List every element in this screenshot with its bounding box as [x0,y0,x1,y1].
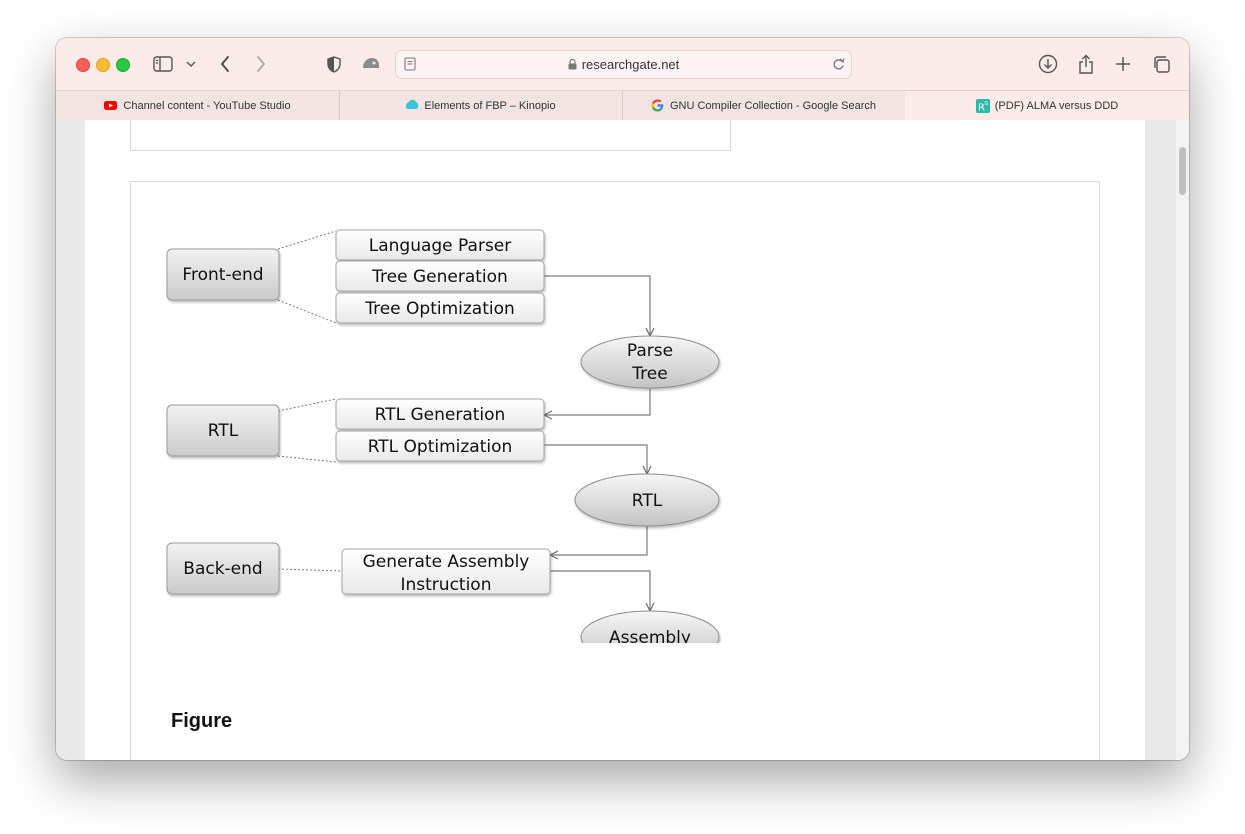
figure-card: Front-end RTL Back-end Language Parser [130,181,1100,760]
back-icon[interactable] [216,52,234,76]
shield-icon[interactable] [325,52,343,76]
output-parse-tree-line2: Tree [631,364,667,384]
step-generate-assembly-line2: Instruction [401,575,492,595]
tab-label: Channel content - YouTube Studio [123,99,291,112]
tab-kinopio[interactable]: Elements of FBP – Kinopio [339,91,623,120]
scrollbar[interactable] [1176,120,1189,760]
stage-rtl: RTL [166,404,280,457]
tab-label: (PDF) ALMA versus DDD [994,99,1119,112]
step-tree-optimization-label: Tree Optimization [364,299,515,319]
stage-front-end: Front-end [166,248,280,301]
previous-card [130,120,731,151]
tab-label: Elements of FBP – Kinopio [424,99,556,112]
reload-icon[interactable] [832,57,845,76]
url-text: researchgate.net [396,57,851,73]
browser-toolbar: researchgate.net [56,38,1189,90]
step-rtl-optimization-label: RTL Optimization [368,437,513,457]
stage-back-end: Back-end [166,542,280,595]
output-assembly: Assembly [580,610,720,643]
extension-icon[interactable] [360,52,382,76]
kinopio-icon [405,99,419,112]
sidebar-toggle-icon[interactable] [152,52,174,76]
output-parse-tree-line1: Parse [627,341,673,361]
step-language-parser-label: Language Parser [369,236,512,256]
stage-rtl-label: RTL [208,421,239,441]
share-icon[interactable] [1075,52,1097,76]
gcc-compiler-diagram: Front-end RTL Back-end Language Parser [166,229,720,643]
tab-youtube-studio[interactable]: Channel content - YouTube Studio [56,91,340,120]
google-icon [651,99,664,112]
chevron-down-icon[interactable] [184,52,198,76]
step-tree-optimization: Tree Optimization [335,292,545,324]
output-rtl-label: RTL [632,491,663,511]
zoom-window-button[interactable] [116,58,130,72]
step-rtl-generation: RTL Generation [335,398,545,430]
page-body: Front-end RTL Back-end Language Parser [85,120,1145,760]
output-assembly-label: Assembly [609,628,691,643]
reader-icon[interactable] [404,57,416,76]
stage-connectors [277,230,343,572]
tab-bar: Channel content - YouTube Studio Element… [56,90,1189,121]
url-label: researchgate.net [581,57,680,72]
scrollbar-thumb[interactable] [1179,147,1186,195]
tab-google-search[interactable]: GNU Compiler Collection - Google Search [622,91,906,120]
step-rtl-generation-label: RTL Generation [375,405,506,425]
step-generate-assembly: Generate Assembly Instruction [341,548,551,595]
tab-label: GNU Compiler Collection - Google Search [669,99,877,112]
address-bar[interactable]: researchgate.net [395,50,852,79]
stage-front-end-label: Front-end [182,265,263,285]
output-parse-tree: Parse Tree [580,335,720,389]
stage-back-end-label: Back-end [183,559,262,579]
svg-text:G: G [984,101,988,107]
step-tree-generation: Tree Generation [335,260,545,292]
youtube-icon [104,99,118,112]
flow-arrows [544,275,650,611]
step-rtl-optimization: RTL Optimization [335,430,545,462]
step-tree-generation-label: Tree Generation [371,267,508,287]
step-language-parser: Language Parser [335,229,545,261]
forward-icon[interactable] [252,52,270,76]
lock-icon [568,58,577,73]
page-content: Front-end RTL Back-end Language Parser [56,120,1189,760]
svg-text:R: R [978,103,985,114]
new-tab-icon[interactable] [1112,52,1134,76]
figure-label: Figure [171,710,233,732]
downloads-icon[interactable] [1037,52,1059,76]
tab-overview-icon[interactable] [1150,52,1172,76]
output-rtl: RTL [574,473,720,527]
minimize-window-button[interactable] [96,58,110,72]
browser-window: researchgate.net Channel content - YouTu… [56,38,1189,760]
step-generate-assembly-line1: Generate Assembly [363,552,530,572]
close-window-button[interactable] [76,58,90,72]
